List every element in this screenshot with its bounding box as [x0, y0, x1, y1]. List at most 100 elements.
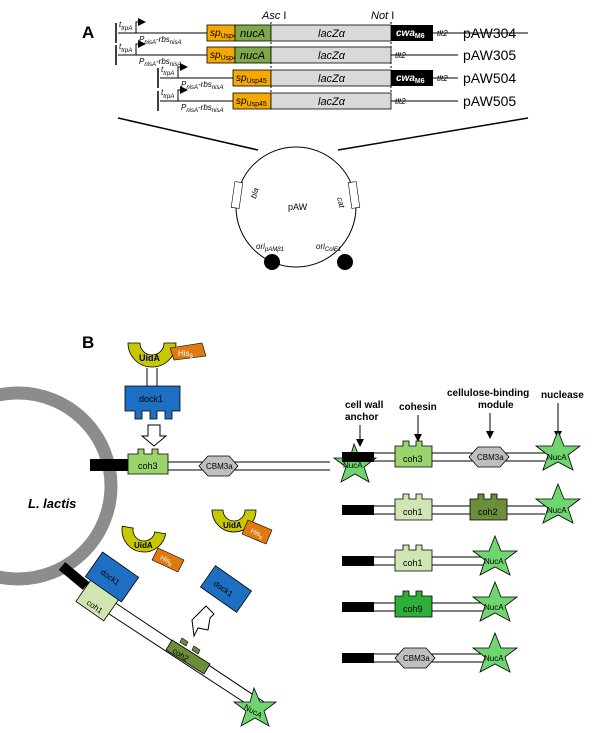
terminator-label: ttrpA: [119, 42, 132, 54]
promoter-label: PnisA-rbsnisA: [181, 80, 223, 91]
zoom-line-left: [117, 117, 259, 151]
uida-complex-top: UidA His6 dock1: [124, 342, 207, 447]
legend-cohesin: cohesin: [399, 402, 437, 413]
tlt2-label: tlt2: [395, 51, 406, 60]
cat-gene: [347, 181, 361, 209]
tlt2-label: tlt2: [395, 97, 406, 106]
nuca-star: [534, 482, 582, 524]
construct-pAW505: ttrpA PnisA-rbsnisA spUsp45 lacZα tlt2 p…: [157, 86, 516, 114]
plasmid-map: bla cat pAW oripAMβ1 oriColE1: [117, 117, 529, 270]
not-site-label: Not I: [371, 10, 394, 22]
his-tag: [241, 519, 273, 545]
ori-cole1-dot: [337, 254, 353, 270]
coh1-label: coh1: [403, 558, 423, 568]
coh3-label: coh3: [138, 461, 158, 471]
lacz-gene: [270, 92, 392, 110]
coh9-label: coh9: [403, 604, 423, 614]
legend-anchor-line1: cell wall: [345, 400, 384, 411]
cbm3a-label: CBM3a: [206, 462, 233, 471]
fusion-row-1: coh3 CBM3a NucA: [342, 429, 582, 471]
cbm3a-domain: [468, 446, 510, 468]
lacz-label: lacZα: [318, 73, 346, 85]
nuca-label: NucA: [547, 453, 567, 462]
uida-label: UidA: [134, 541, 153, 550]
cell-wall-anchor: [342, 556, 374, 566]
cat-label: cat: [335, 196, 347, 209]
nuca-gene-label: nucA: [240, 50, 265, 62]
dock1-label: dock1: [139, 394, 163, 404]
coh2-teeth: [179, 637, 201, 655]
uida-label: UidA: [223, 521, 242, 530]
cwa-gene: [391, 25, 433, 41]
cell-wall-anchor: [342, 452, 374, 462]
nuca-label: NucA: [484, 654, 504, 663]
cell-wall-anchor: [342, 505, 374, 515]
fusion-row-3: coh1 NucA: [342, 534, 519, 576]
promoter-arrow: [177, 63, 188, 78]
sp-label: spUsp45: [210, 28, 241, 40]
construct-pAW304: ttrpA PnisA-rbsnisA spUsp45 nucA lacZα c…: [115, 18, 528, 46]
ori-pamb1-label: oripAMβ1: [256, 242, 284, 253]
coh3-domain: [127, 448, 169, 475]
his-label: His6: [158, 555, 174, 569]
nuca-star: [471, 580, 519, 622]
promoter-label: PnisA-rbsnisA: [139, 57, 181, 68]
coh1-domain: [394, 544, 433, 572]
cell-label: L. lactis: [28, 496, 76, 511]
his-tag: [169, 342, 207, 361]
dock1-domain-free: [199, 565, 253, 613]
bla-label: bla: [249, 186, 261, 199]
nuca-star: [471, 534, 519, 576]
construct-name: pAW305: [463, 47, 516, 63]
binding-arrow-diagonal: [191, 605, 215, 638]
coh2-domain: [469, 493, 508, 521]
terminator-label: ttrpA: [161, 65, 174, 77]
cell-wall-anchor: [58, 562, 90, 590]
nuca-label: NucA: [484, 603, 504, 612]
his-label: His6: [248, 528, 264, 542]
legend-cbm-line2: module: [478, 400, 514, 411]
lacz-label: lacZα: [318, 50, 346, 62]
ori-cole1-label: oriColE1: [316, 242, 341, 253]
lacz-label: lacZα: [318, 96, 346, 108]
promoter-label: PnisA-rbsnisA: [181, 103, 223, 114]
dock1-domain: [84, 551, 140, 603]
bla-gene: [230, 181, 244, 209]
coh9-domain: [394, 590, 433, 618]
coh1-domain: [394, 493, 433, 521]
nuca-gene-label: nucA: [240, 28, 265, 40]
fusion-row-2: coh1 coh2 NucA: [342, 482, 582, 524]
sp-label: spUsp45: [236, 96, 267, 108]
promoter-arrow: [135, 18, 146, 33]
cbm3a-domain: [198, 455, 239, 477]
nuca-star: [232, 686, 278, 727]
promoter-label: PnisA-rbsnisA: [139, 35, 181, 46]
coh3-domain: [394, 440, 433, 468]
terminator-label: ttrpA: [161, 88, 174, 100]
legend-cbm-line1: cellulose-binding: [447, 388, 529, 399]
cbm3a-label: CBM3a: [403, 654, 430, 663]
construct-pAW305: ttrpA PnisA-rbsnisA spUsp45 nucA lacZα t…: [115, 40, 516, 68]
lacz-gene: [270, 46, 392, 64]
nuca-star: [534, 429, 582, 471]
panel-a-label: A: [82, 23, 94, 42]
asc-site-label: Asc I: [261, 10, 286, 22]
construct-name: pAW304: [463, 25, 516, 41]
zoom-line-right: [337, 117, 529, 151]
lactis-cell: L. lactis: [0, 386, 118, 586]
fusion-coh3-cbm3a-nuca: coh3 CBM3a NucA: [90, 442, 378, 483]
coh2-domain: [165, 639, 211, 675]
binding-arrow-down: [140, 424, 168, 447]
his-tag: [151, 547, 185, 573]
cbm3a-label: CBM3a: [477, 453, 504, 462]
fusion-row-4: coh9 NucA: [342, 580, 519, 622]
fusion-row-5: CBM3a NucA: [342, 631, 519, 673]
nuca-label: NucA: [547, 506, 567, 515]
uida-label: UidA: [139, 353, 160, 363]
promoter-arrow: [177, 86, 188, 101]
domain-legend: cell wall anchor cohesin cellulose-bindi…: [345, 388, 584, 447]
coh1-label: coh1: [403, 507, 423, 517]
cell-wall-anchor: [342, 602, 374, 612]
uida-enzyme: [127, 342, 177, 368]
diagonal-assembly: coh1 coh2 NucA dock1 UidA His6 UidA His6…: [58, 509, 278, 727]
